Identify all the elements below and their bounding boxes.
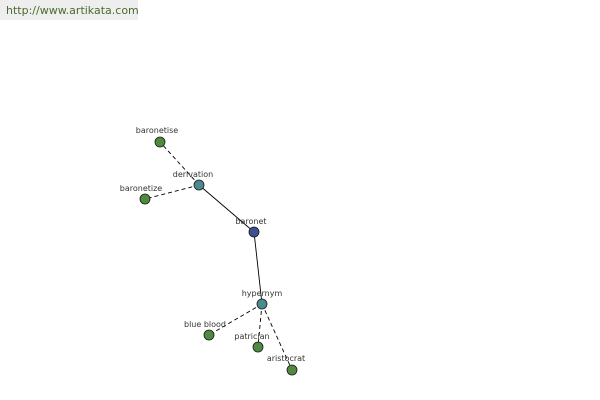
edge-derivation-baronetise — [159, 141, 200, 186]
edge-derivation-baronetize — [144, 184, 200, 200]
node-hypernym[interactable]: hypernym — [242, 289, 283, 310]
node-dot[interactable] — [252, 341, 264, 353]
node-dot[interactable] — [139, 193, 151, 205]
node-label: patrician — [234, 332, 269, 341]
nodes-layer: baronet derivation hypernym baronetise baron… — [120, 126, 305, 376]
edge-baronet-derivation — [198, 184, 255, 233]
edge-hypernym-patrician — [257, 303, 263, 348]
node-dot[interactable] — [154, 136, 166, 148]
node-derivation[interactable]: derivation — [173, 170, 213, 191]
node-baronetise[interactable]: baronetise — [136, 126, 179, 148]
node-label: aristocrat — [267, 354, 305, 363]
node-baronetize[interactable]: baronetize — [120, 184, 163, 205]
url-bar: http://www.artikata.com — [0, 0, 139, 20]
node-aristocrat[interactable]: aristocrat — [267, 354, 305, 376]
node-dot[interactable] — [248, 226, 260, 238]
node-label: derivation — [173, 170, 213, 179]
node-baronet[interactable]: baronet — [235, 217, 267, 238]
edges-layer — [144, 141, 293, 371]
node-dot[interactable] — [203, 329, 215, 341]
node-blue-blood[interactable]: blue blood — [184, 320, 226, 341]
edge-baronet-hypernym — [253, 231, 263, 305]
node-label: blue blood — [184, 320, 226, 329]
node-dot[interactable] — [193, 179, 205, 191]
node-label: baronet — [235, 217, 266, 226]
node-label: hypernym — [242, 289, 283, 298]
node-patrician[interactable]: patrician — [234, 332, 270, 353]
edge-hypernym-blue-blood — [208, 303, 263, 336]
node-dot[interactable] — [286, 364, 298, 376]
node-label: baronetize — [120, 184, 163, 193]
site-url-link[interactable]: http://www.artikata.com — [6, 4, 139, 17]
node-label: baronetise — [136, 126, 179, 135]
node-dot[interactable] — [256, 298, 268, 310]
edge-hypernym-aristocrat — [261, 303, 293, 371]
